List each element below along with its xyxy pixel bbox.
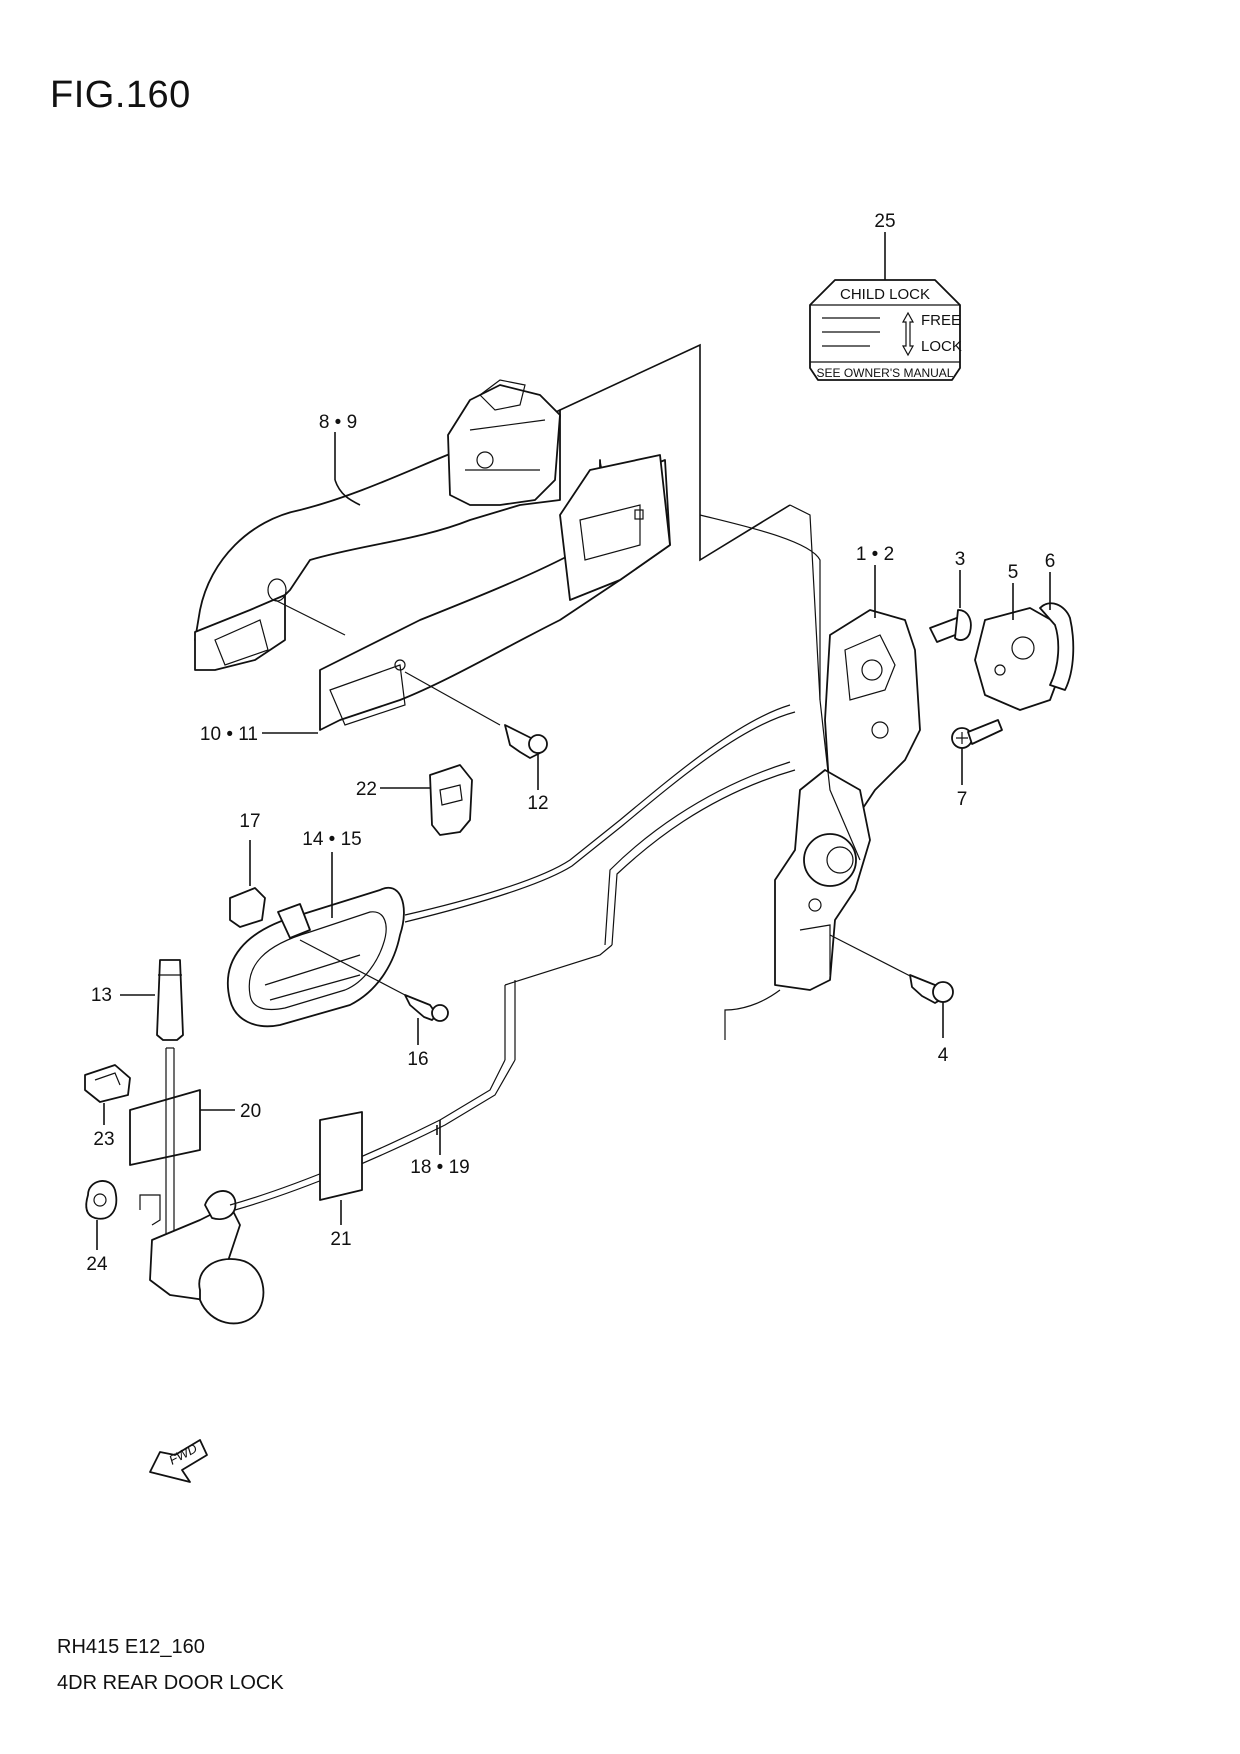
callout-22: 22 [356, 779, 377, 800]
callout-4: 4 [938, 1045, 949, 1066]
pad-21 [319, 1111, 363, 1225]
cable-18-19 [229, 1059, 516, 1211]
fwd-arrow: FWD [149, 1439, 208, 1483]
callout-3: 3 [955, 549, 966, 570]
figure-title: FIG.160 [50, 74, 191, 116]
bolt-4 [724, 934, 954, 1040]
handle-bolt [404, 671, 548, 790]
lock-label: LOCK [921, 338, 962, 355]
link-rods [404, 704, 796, 1060]
child-lock-label: CHILD LOCK FREE LOCK SEE OWNER'S MANUAL [809, 232, 962, 381]
clip-22 [380, 764, 473, 836]
striker-5-6 [974, 572, 1075, 711]
figure-description: 4DR REAR DOOR LOCK [57, 1672, 284, 1694]
callout-14-15: 14 • 15 [302, 829, 361, 850]
inside-handle [226, 852, 405, 1028]
callout-18-19: 18 • 19 [410, 1157, 469, 1178]
callout-8-9: 8 • 9 [319, 412, 357, 433]
lock-rod [165, 1047, 175, 1245]
clip-23 [84, 1064, 131, 1125]
callout-17: 17 [239, 811, 260, 832]
screw-3 [929, 570, 972, 643]
handle-base-frame [262, 454, 671, 734]
screw-7 [951, 719, 1003, 785]
callout-21: 21 [330, 1229, 351, 1250]
outside-handle [194, 379, 561, 671]
cap-17 [229, 840, 266, 928]
child-lock-heading: CHILD LOCK [840, 286, 930, 303]
grommet-24 [85, 1180, 118, 1250]
callout-7: 7 [957, 789, 968, 810]
callout-12: 12 [527, 793, 548, 814]
see-owners-manual-label: SEE OWNER'S MANUAL [817, 366, 954, 380]
callout-20: 20 [240, 1101, 261, 1122]
callout-16: 16 [407, 1049, 428, 1070]
callout-13: 13 [91, 985, 112, 1006]
callout-1-2: 1 • 2 [856, 544, 894, 565]
callout-6: 6 [1045, 551, 1056, 572]
free-label: FREE [921, 312, 961, 329]
lock-cylinder [139, 1190, 265, 1325]
callout-23: 23 [93, 1129, 114, 1150]
door-latch-assembly [699, 504, 921, 991]
callout-10-11: 10 • 11 [200, 724, 258, 745]
callout-5: 5 [1008, 562, 1019, 583]
screw-16 [299, 939, 449, 1045]
pad-20 [129, 1089, 235, 1166]
callout-labels: 25 8 • 9 1 • 2 3 5 6 10 • 11 12 22 7 17 … [86, 211, 1055, 1275]
callout-25: 25 [874, 211, 895, 232]
figure-code: RH415 E12_160 [57, 1636, 205, 1658]
lock-knob-13 [120, 959, 184, 1041]
callout-24: 24 [86, 1254, 108, 1275]
